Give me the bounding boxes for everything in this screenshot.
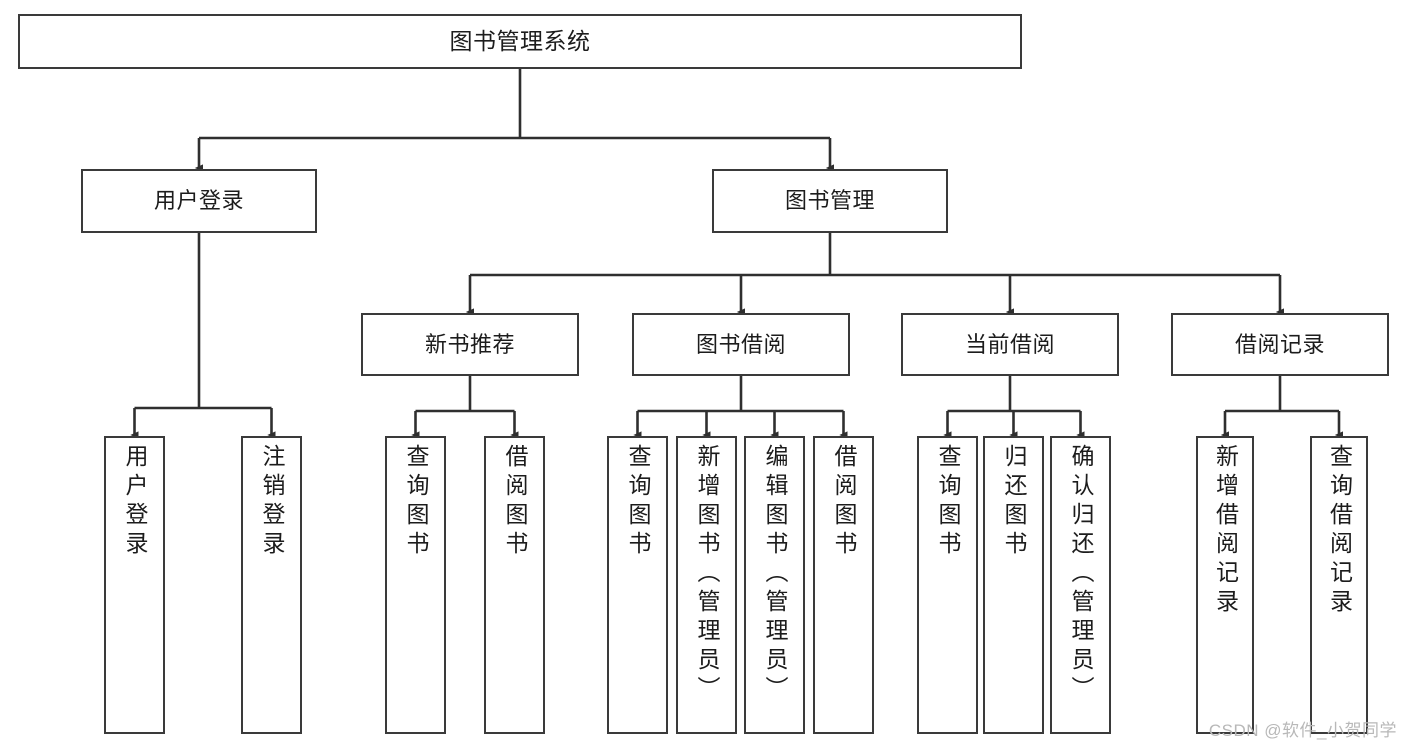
node-label: 新增图书（管理员） bbox=[694, 444, 720, 705]
node-label: 借阅图书 bbox=[502, 444, 528, 560]
node-leaf-cu-r[interactable]: 归还图书 bbox=[983, 436, 1044, 734]
node-root[interactable]: 图书管理系统 bbox=[18, 14, 1022, 69]
node-label: 新增借阅记录 bbox=[1212, 444, 1239, 618]
node-records[interactable]: 借阅记录 bbox=[1171, 313, 1389, 376]
node-borrow[interactable]: 图书借阅 bbox=[632, 313, 850, 376]
node-login[interactable]: 用户登录 bbox=[81, 169, 317, 233]
node-label: 确认归还（管理员） bbox=[1068, 444, 1094, 705]
watermark-label: CSDN @软件_小贺同学 bbox=[1208, 721, 1397, 740]
node-label: 图书借阅 bbox=[695, 331, 786, 357]
node-leaf-logout[interactable]: 注销登录 bbox=[241, 436, 302, 734]
node-label: 借阅记录 bbox=[1234, 331, 1325, 357]
node-leaf-login[interactable]: 用户登录 bbox=[104, 436, 165, 734]
node-label: 查询图书 bbox=[625, 444, 651, 560]
node-leaf-bw-add[interactable]: 新增图书（管理员） bbox=[676, 436, 737, 734]
node-leaf-nb-b[interactable]: 借阅图书 bbox=[484, 436, 545, 734]
node-newbook[interactable]: 新书推荐 bbox=[361, 313, 579, 376]
node-label: 当前借阅 bbox=[964, 331, 1055, 357]
node-label: 图书管理 bbox=[784, 188, 875, 214]
node-leaf-nb-q[interactable]: 查询图书 bbox=[385, 436, 446, 734]
node-leaf-bw-q[interactable]: 查询图书 bbox=[607, 436, 668, 734]
node-label: 新书推荐 bbox=[424, 331, 515, 357]
node-label: 用户登录 bbox=[153, 188, 244, 214]
node-bookmgmt[interactable]: 图书管理 bbox=[712, 169, 948, 233]
node-label: 借阅图书 bbox=[831, 444, 857, 560]
node-leaf-rc-add[interactable]: 新增借阅记录 bbox=[1196, 436, 1254, 734]
node-leaf-cu-q[interactable]: 查询图书 bbox=[917, 436, 978, 734]
node-label: 用户登录 bbox=[122, 444, 148, 560]
node-label: 查询图书 bbox=[935, 444, 961, 560]
node-leaf-bw-b[interactable]: 借阅图书 bbox=[813, 436, 874, 734]
node-label: 注销登录 bbox=[259, 444, 285, 560]
node-leaf-rc-q[interactable]: 查询借阅记录 bbox=[1310, 436, 1368, 734]
edge-layer bbox=[130, 69, 1344, 439]
node-leaf-cu-c[interactable]: 确认归还（管理员） bbox=[1050, 436, 1111, 734]
node-label: 图书管理系统 bbox=[449, 28, 591, 55]
node-label: 归还图书 bbox=[1001, 444, 1027, 560]
node-leaf-bw-ed[interactable]: 编辑图书（管理员） bbox=[744, 436, 805, 734]
node-current[interactable]: 当前借阅 bbox=[901, 313, 1119, 376]
node-label: 编辑图书（管理员） bbox=[762, 444, 788, 705]
node-label: 查询借阅记录 bbox=[1326, 444, 1353, 618]
node-label: 查询图书 bbox=[403, 444, 429, 560]
